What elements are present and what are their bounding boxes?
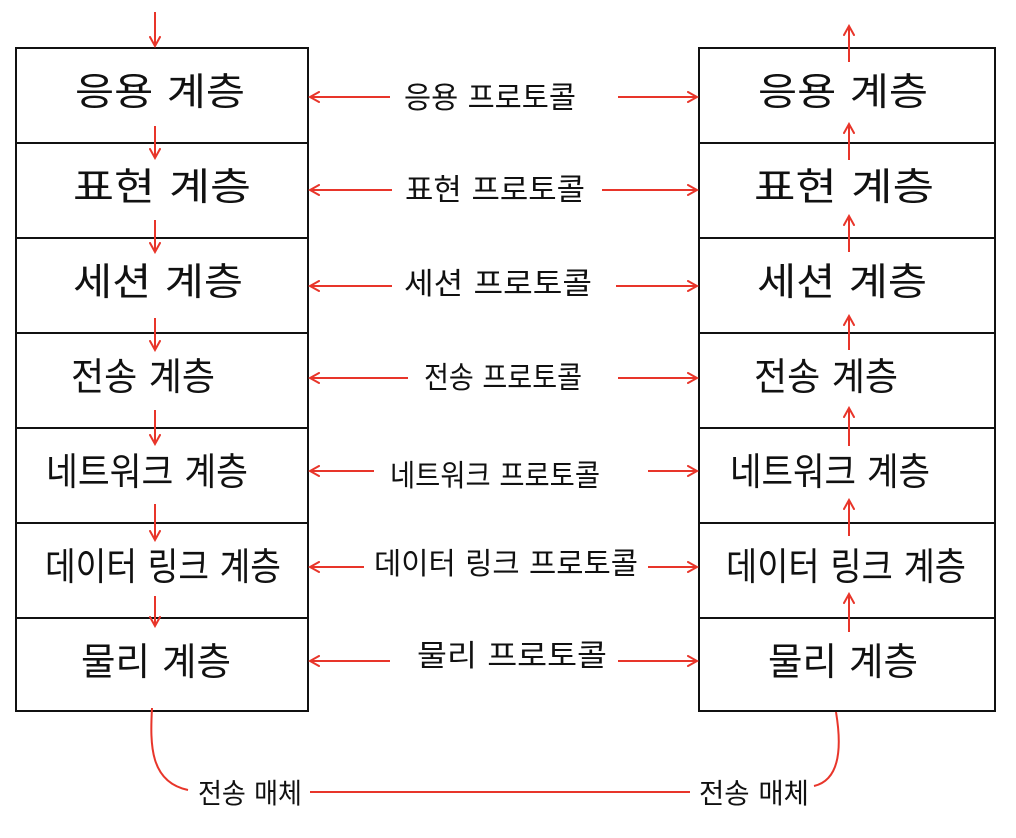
- left-layer-label-data-link: 데이터 링크 계층: [45, 545, 281, 589]
- right-layer-label-network: 네트워크 계층: [730, 450, 930, 494]
- left-layer-label-physical: 물리 계층: [81, 640, 231, 684]
- right-layer-label-application: 응용 계층: [758, 70, 928, 114]
- protocol-label-transport: 전송 프로토콜: [424, 361, 582, 396]
- medium-right-curve: [813, 711, 840, 787]
- right-layer-label-data-link: 데이터 링크 계층: [726, 545, 966, 589]
- left-stack: 응용 계층 표현 계층 세션 계층 전송 계층 네트워크 계층 데이터 링크 계…: [15, 47, 309, 712]
- left-layer-label-application: 응용 계층: [75, 70, 245, 114]
- transmission-medium: [150, 707, 840, 793]
- left-layer-label-network: 네트워크 계층: [46, 450, 248, 494]
- right-stack: 응용 계층 표현 계층 세션 계층 전송 계층 네트워크 계층 데이터 링크 계…: [698, 47, 996, 712]
- protocol-label-network: 네트워크 프로토콜: [390, 459, 600, 494]
- protocol-label-data-link: 데이터 링크 프로토콜: [374, 547, 638, 582]
- right-layer-label-presentation: 표현 계층: [754, 165, 934, 209]
- medium-label-left: 전송 매체: [198, 777, 302, 810]
- right-layer-box-7: [698, 617, 996, 712]
- medium-label-right: 전송 매체: [699, 777, 809, 810]
- medium-left-curve: [150, 707, 189, 791]
- left-layer-label-transport: 전송 계층: [71, 355, 215, 399]
- left-layer-label-session: 세션 계층: [73, 260, 243, 304]
- protocol-label-physical: 물리 프로토콜: [417, 639, 607, 674]
- protocol-label-application: 응용 프로토콜: [404, 81, 576, 116]
- protocol-label-presentation: 표현 프로토콜: [405, 173, 585, 208]
- right-layer-label-transport: 전송 계층: [754, 355, 898, 399]
- protocol-labels: 응용 프로토콜 표현 프로토콜 세션 프로토콜 전송 프로토콜 네트워크 프로토…: [374, 81, 638, 674]
- protocol-arrows: [310, 97, 697, 661]
- protocol-label-session: 세션 프로토콜: [404, 267, 592, 302]
- right-layer-label-session: 세션 계층: [757, 260, 927, 304]
- left-layer-label-presentation: 표현 계층: [73, 165, 251, 209]
- right-layer-label-physical: 물리 계층: [768, 640, 918, 684]
